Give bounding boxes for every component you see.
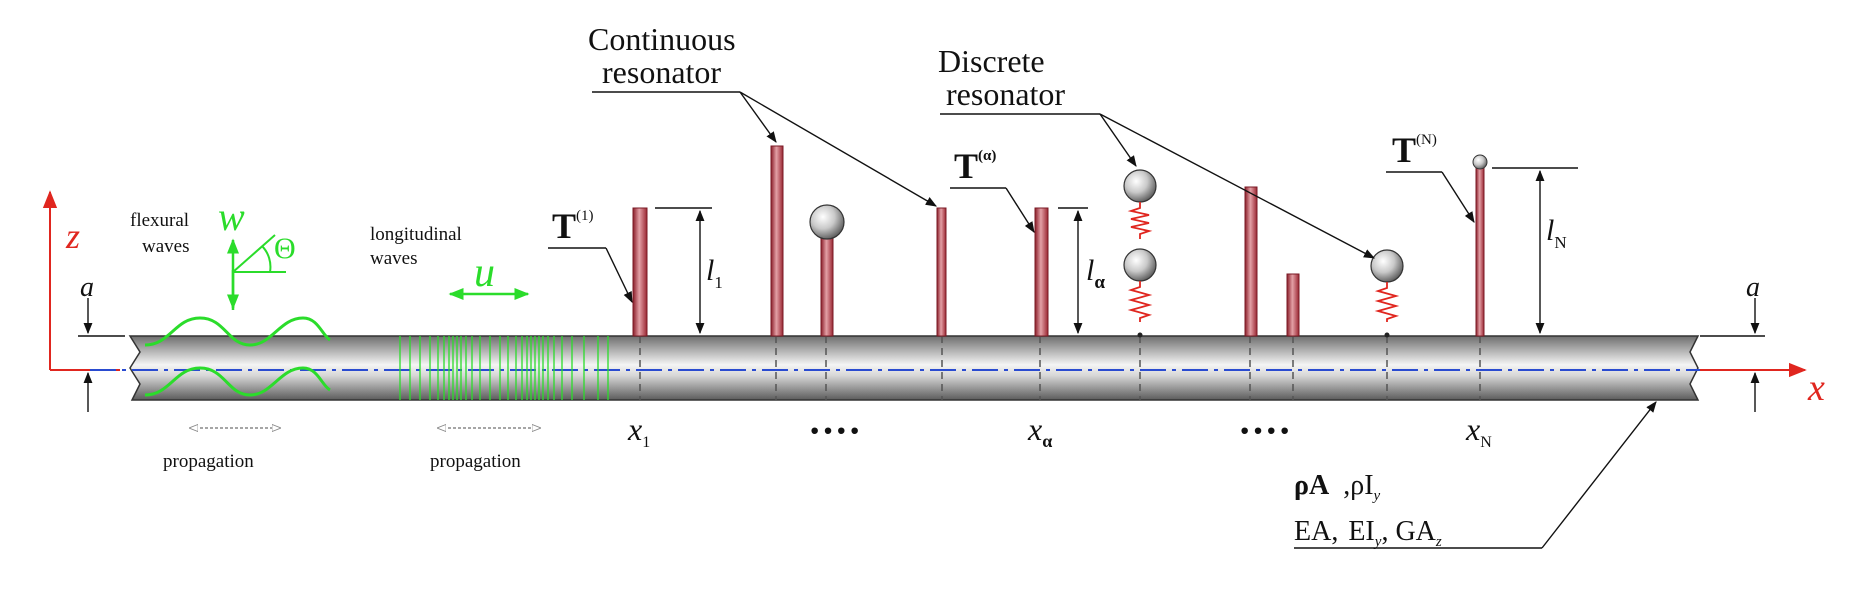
- u-displacement-label: u: [474, 250, 495, 296]
- transfer-matrix-leader-alpha: [950, 187, 1035, 233]
- x-axis-label: x: [1807, 367, 1825, 409]
- length-dimension-lN: [1492, 167, 1578, 335]
- length-dimension-lalpha: [1058, 207, 1088, 335]
- flexural-wave-top: [144, 316, 331, 347]
- flexural-label-line1: flexural: [130, 210, 189, 231]
- flexural-label-line2: waves: [142, 236, 189, 257]
- beam: [128, 335, 1700, 401]
- rod-resonator-2: [770, 145, 784, 337]
- flexural-propagation-label: propagation: [163, 451, 254, 472]
- thickness-dimension-left: [78, 298, 125, 412]
- thickness-label-right: a: [1746, 272, 1760, 303]
- discrete-resonator-title-line1: Discrete: [938, 43, 1045, 79]
- transfer-matrix-leader-1: [548, 247, 633, 304]
- transfer-matrix-1: T(1): [552, 206, 594, 246]
- mass-properties: ρA,ρIy: [1294, 470, 1381, 504]
- spring-mass-resonator-double: [1123, 169, 1157, 338]
- longitudinal-wave-lines: [399, 336, 609, 400]
- attachment-dashed-lines: [639, 336, 1481, 400]
- rod-resonator-alpha: [1034, 207, 1049, 337]
- transfer-matrix-leader-N: [1386, 171, 1475, 223]
- properties-leader: [1294, 401, 1657, 549]
- spring-mass-resonator-single: [1370, 249, 1404, 338]
- position-x1: x1: [627, 411, 650, 451]
- rod-tip-mass-3: [809, 204, 845, 240]
- theta-rotation-label: Θ: [274, 232, 296, 265]
- rod-resonator-6: [1244, 186, 1258, 337]
- w-axis-arrow: [227, 234, 286, 310]
- rod-resonator-7: [1286, 273, 1300, 337]
- rod-tip-mass-N: [1472, 154, 1488, 170]
- flexural-wave-bottom: [144, 366, 331, 397]
- position-xN: xN: [1465, 411, 1492, 451]
- rod-resonator-3: [820, 233, 834, 337]
- position-xalpha: xα: [1027, 411, 1052, 451]
- rod-resonator-4: [936, 207, 947, 337]
- transfer-matrix-alpha: T(α): [954, 146, 996, 186]
- length-lalpha-symbol: lα: [1086, 254, 1105, 293]
- z-axis-label: z: [65, 216, 80, 256]
- continuous-resonator-title-line2: resonator: [602, 54, 721, 90]
- thickness-dimension-right: [1700, 298, 1765, 412]
- length-lN-symbol: lN: [1546, 214, 1567, 252]
- longitudinal-label-line2: waves: [370, 248, 417, 269]
- w-displacement-label: w: [218, 194, 245, 239]
- thickness-label-left: a: [80, 272, 94, 303]
- length-l1-symbol: l1: [706, 254, 723, 292]
- length-dimension-l1: [655, 207, 712, 335]
- rod-resonator-1: [632, 207, 648, 337]
- stiffness-properties: EA,EIy, GAz: [1294, 516, 1442, 550]
- discrete-resonator-leaders: [940, 113, 1375, 259]
- longitudinal-label-line1: longitudinal: [370, 224, 462, 245]
- continuous-resonator-title-line1: Continuous: [588, 21, 736, 57]
- longitudinal-propagation-label: propagation: [430, 451, 521, 472]
- continuous-resonator-leaders: [592, 91, 937, 207]
- ellipsis-left: ····: [808, 408, 861, 453]
- discrete-resonator-title-line2: resonator: [946, 76, 1065, 112]
- transfer-matrix-N: T(N): [1392, 130, 1437, 170]
- rod-resonator-N: [1475, 167, 1485, 337]
- ellipsis-right: ····: [1238, 408, 1291, 453]
